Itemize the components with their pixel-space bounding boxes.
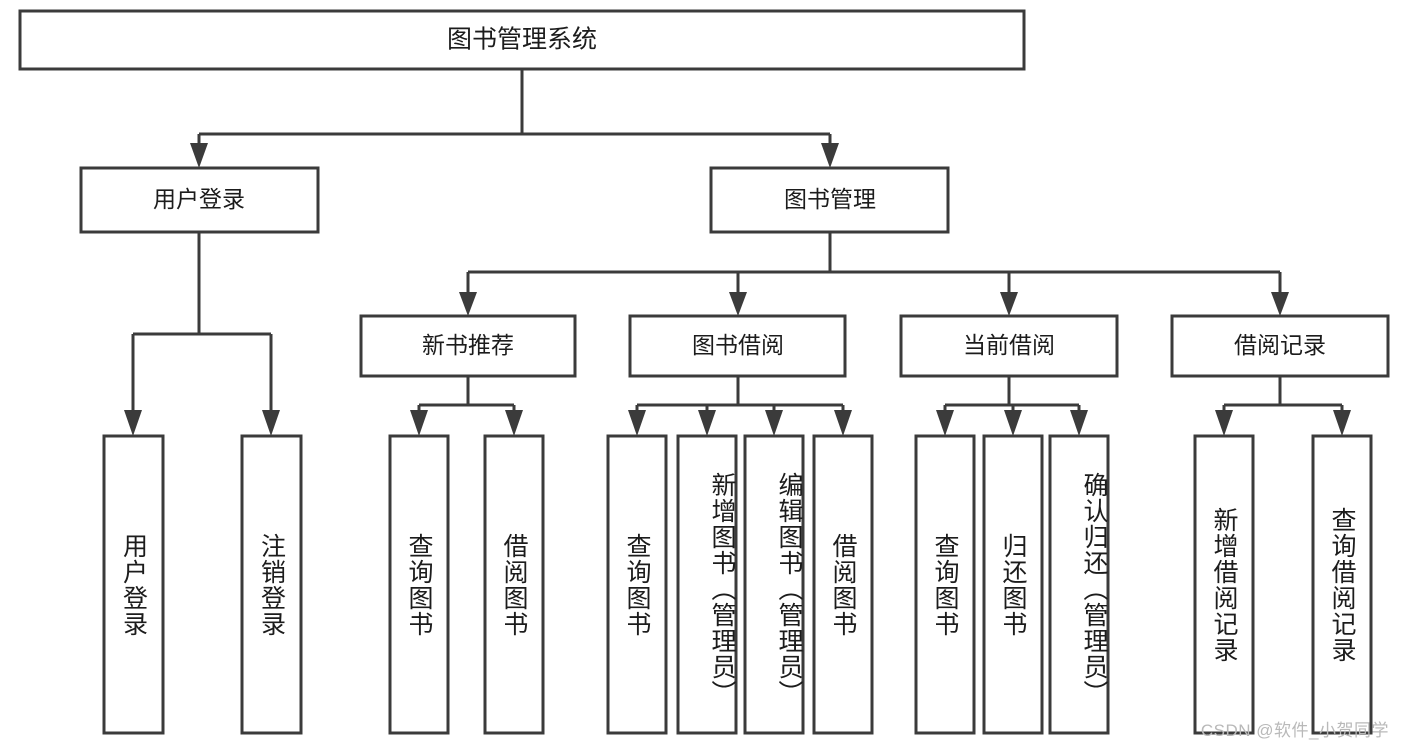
node-leaf-confirm-return-label: 确认归还（管理员） (1080, 471, 1108, 706)
node-leaf-add-record-box[interactable] (1193, 434, 1255, 735)
node-leaf-add-book-label: 新增图书（管理员） (708, 471, 736, 706)
arrowhead-book-borrow (729, 292, 747, 316)
node-leaf-query-book-2-label: 查询图书 (623, 532, 651, 637)
arrowhead-borrow-record (1271, 292, 1289, 316)
node-borrow-record-label: 借阅记录 (1234, 332, 1326, 358)
arrowhead-leaf-add-record (1215, 410, 1233, 436)
node-leaf-user-logout-box[interactable] (240, 434, 303, 735)
arrowhead-leaf-borrow-book-2 (834, 410, 852, 436)
node-leaf-query-book-1-box[interactable] (388, 434, 450, 735)
node-leaf-borrow-book-1-label: 借阅图书 (500, 532, 528, 637)
connector-group (124, 69, 1351, 436)
node-leaf-user-logout-label: 注销登录 (257, 532, 286, 637)
arrowhead-leaf-query-record (1333, 410, 1351, 436)
node-leaf-user-login-box[interactable] (102, 434, 165, 735)
node-book-borrow[interactable]: 图书借阅 (628, 314, 847, 378)
node-book-borrow-label: 图书借阅 (692, 332, 784, 358)
node-leaf-return-book-label: 归还图书 (999, 532, 1027, 637)
node-leaf-add-book-box[interactable] (676, 434, 738, 735)
node-leaf-query-book-3-box[interactable] (914, 434, 976, 735)
node-leaf-edit-book-label: 编辑图书（管理员） (775, 471, 803, 706)
node-new-book-recommend-box[interactable] (359, 314, 577, 378)
node-new-book-recommend-label: 新书推荐 (422, 332, 514, 358)
node-borrow-record[interactable]: 借阅记录 (1170, 314, 1390, 378)
node-leaf-borrow-book-2-label: 借阅图书 (829, 532, 857, 637)
node-leaf-query-record-box[interactable] (1311, 434, 1373, 735)
arrowhead-leaf-borrow-book-1 (505, 410, 523, 436)
node-user-login[interactable]: 用户登录 (79, 166, 320, 234)
node-borrow-record-box[interactable] (1170, 314, 1390, 378)
node-leaf-add-record-label: 新增借阅记录 (1210, 506, 1238, 663)
arrowhead-leaf-confirm-return (1070, 410, 1088, 436)
arrowhead-current-borrow (1000, 292, 1018, 316)
node-user-login-box[interactable] (79, 166, 320, 234)
arrowhead-leaf-query-book-3 (936, 410, 954, 436)
node-root-label: 图书管理系统 (447, 26, 597, 54)
node-leaf-query-book-3-label: 查询图书 (931, 532, 959, 637)
node-root-box[interactable] (18, 9, 1026, 71)
csdn-watermark: CSDN @软件_小贺同学 (1200, 721, 1389, 740)
node-leaf-borrow-book-2-box[interactable] (812, 434, 874, 735)
node-leaf-user-login-label: 用户登录 (119, 532, 148, 637)
node-new-book-recommend[interactable]: 新书推荐 (359, 314, 577, 378)
arrowhead-leaf-query-book-1 (410, 410, 428, 436)
arrowhead-new-book-recommend (459, 292, 477, 316)
arrowhead-leaf-edit-book (765, 410, 783, 436)
node-leaf-confirm-return-box[interactable] (1048, 434, 1110, 735)
node-book-manage[interactable]: 图书管理 (709, 166, 950, 234)
node-user-login-label: 用户登录 (153, 186, 245, 212)
arrowhead-leaf-return-book (1004, 410, 1022, 436)
arrowhead-leaf-user-logout (262, 410, 280, 436)
node-leaf-edit-book-box[interactable] (743, 434, 805, 735)
arrowhead-leaf-add-book (698, 410, 716, 436)
node-book-borrow-box[interactable] (628, 314, 847, 378)
node-leaf-query-book-1-label: 查询图书 (405, 532, 433, 637)
node-current-borrow-label: 当前借阅 (963, 332, 1055, 358)
node-leaf-borrow-book-1-box[interactable] (483, 434, 545, 735)
arrowhead-leaf-user-login (124, 410, 142, 436)
node-book-manage-label: 图书管理 (784, 186, 876, 212)
arrowhead-user-login (190, 143, 208, 168)
node-leaf-query-record-label: 查询借阅记录 (1328, 506, 1356, 663)
node-leaf-query-book-2-box[interactable] (606, 434, 668, 735)
node-book-manage-box[interactable] (709, 166, 950, 234)
node-current-borrow-box[interactable] (899, 314, 1119, 378)
node-leaf-return-book-box[interactable] (982, 434, 1044, 735)
arrowhead-book-manage (821, 143, 839, 168)
arrowhead-leaf-query-book-2 (628, 410, 646, 436)
node-current-borrow[interactable]: 当前借阅 (899, 314, 1119, 378)
node-root[interactable]: 图书管理系统 (18, 9, 1026, 71)
